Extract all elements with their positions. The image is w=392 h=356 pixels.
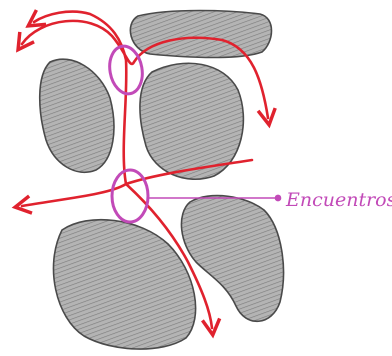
stone-top: [130, 11, 271, 58]
stone-left: [40, 59, 114, 172]
stones-group: [40, 11, 284, 350]
encounter-zone-middle: [112, 170, 148, 222]
encounter-label: Encuentros: [285, 189, 392, 211]
stone-right: [181, 196, 283, 322]
stone-center: [140, 63, 243, 179]
